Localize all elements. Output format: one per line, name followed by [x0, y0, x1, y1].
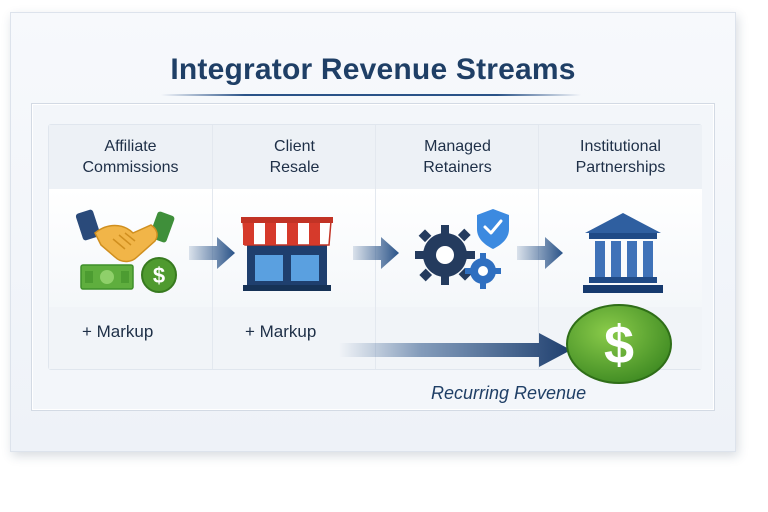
title-underline — [161, 94, 581, 96]
diagram-title: Integrator Revenue Streams — [170, 53, 576, 86]
markup-label-affiliate: + Markup — [82, 322, 154, 341]
flow-arrow-icon — [189, 237, 235, 269]
handshake-money-icon: $ — [75, 209, 177, 293]
column-managed-retainers: Managed Retainers — [375, 125, 539, 369]
column-header: Institutional Partnerships — [539, 125, 702, 190]
column-label-line1: Client — [274, 138, 315, 155]
institution-building-icon — [583, 213, 663, 293]
column-label-line2: Partnerships — [575, 159, 666, 176]
column-affiliate-commissions: Affiliate Commissions — [49, 125, 212, 369]
column-label-line2: Retainers — [423, 159, 492, 176]
column-header: Affiliate Commissions — [49, 125, 212, 190]
column-label-line2: Resale — [269, 159, 320, 176]
flow-arrow-icon — [517, 237, 563, 269]
column-header: Managed Retainers — [376, 125, 539, 190]
column-footer — [213, 307, 376, 369]
column-header: Client Resale — [213, 125, 376, 190]
svg-text:$: $ — [604, 315, 634, 375]
column-footer — [376, 307, 539, 369]
dollar-coin-icon: $ — [566, 304, 672, 384]
recurring-flow-arrow-icon — [339, 333, 571, 367]
svg-text:$: $ — [153, 263, 165, 288]
column-label-line1: Affiliate — [104, 138, 157, 155]
column-label-line2: Commissions — [82, 159, 179, 176]
storefront-icon — [241, 217, 333, 291]
gears-shield-icon — [415, 209, 509, 289]
column-label-line1: Institutional — [580, 138, 661, 155]
column-footer — [49, 307, 212, 369]
diagram-card: Integrator Revenue Streams Affiliate Com… — [10, 12, 736, 452]
column-label-line1: Managed — [424, 138, 491, 155]
recurring-revenue-label: Recurring Revenue — [431, 383, 587, 403]
flow-arrow-icon — [353, 237, 399, 269]
markup-label-resale: + Markup — [245, 322, 317, 341]
